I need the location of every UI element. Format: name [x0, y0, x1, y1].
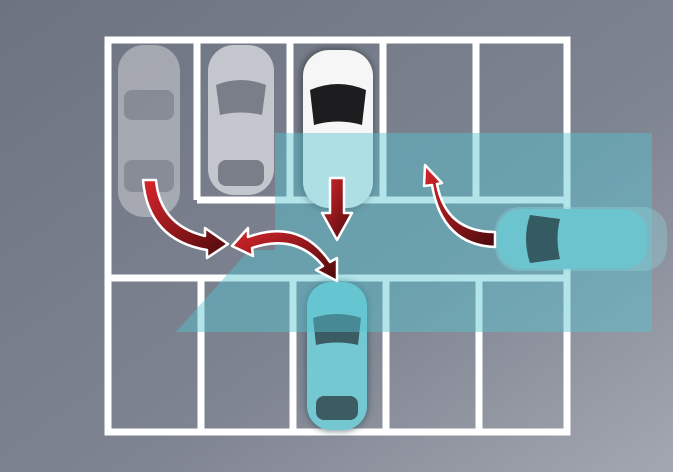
car-white: [300, 48, 374, 210]
arrow-double-curve-icon: [230, 226, 339, 283]
car-teal-incoming: [495, 207, 667, 271]
arrow-curve-up-icon: [422, 163, 497, 249]
sensor-zone: [176, 133, 652, 332]
car-grey-faded: [118, 45, 180, 217]
maneuver-arrows: [141, 163, 497, 283]
arrow-down-icon: [320, 176, 354, 242]
car-teal-bottom: [305, 280, 369, 432]
car-grey: [208, 45, 274, 195]
arrow-curve-left-icon: [141, 178, 230, 260]
